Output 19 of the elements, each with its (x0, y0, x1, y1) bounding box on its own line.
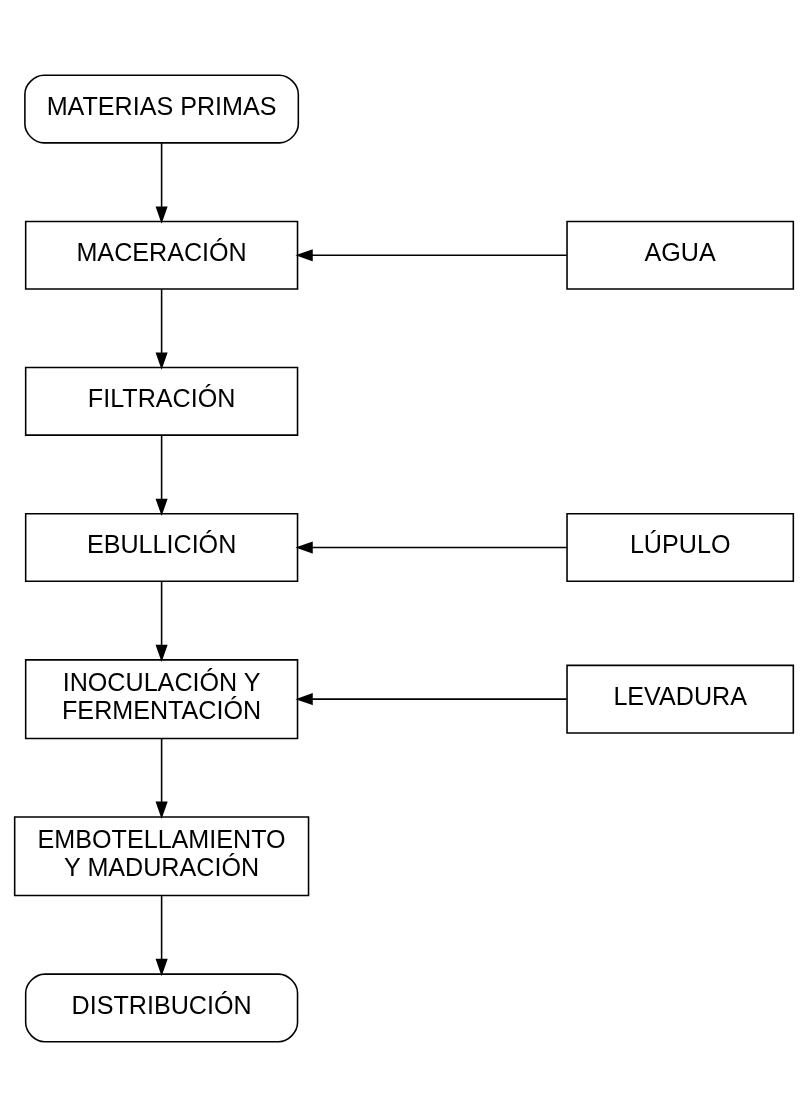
arrow (155, 141, 168, 224)
arrow (155, 894, 168, 976)
arrow (155, 737, 168, 819)
arrow (155, 287, 168, 370)
arrow (155, 434, 168, 516)
arrow (295, 248, 568, 261)
node-box: LEVADURA (566, 664, 795, 734)
node-box: LÚPULO (566, 512, 795, 582)
node-box: MACERACIÓN (24, 220, 299, 290)
node-box: EMBOTELLAMIENTO Y MADURACIÓN (13, 815, 310, 896)
node-box: FILTRACIÓN (24, 366, 299, 436)
node-box: DISTRIBUCIÓN (24, 972, 299, 1042)
node-box: MATERIAS PRIMAS (24, 74, 300, 144)
node-box: EBULLICIÓN (24, 512, 299, 582)
arrow (155, 580, 168, 662)
node-box: AGUA (566, 220, 795, 290)
node-box: INOCULACIÓN Y FERMENTACIÓN (24, 658, 299, 739)
arrow (295, 540, 568, 554)
arrow (295, 692, 568, 705)
